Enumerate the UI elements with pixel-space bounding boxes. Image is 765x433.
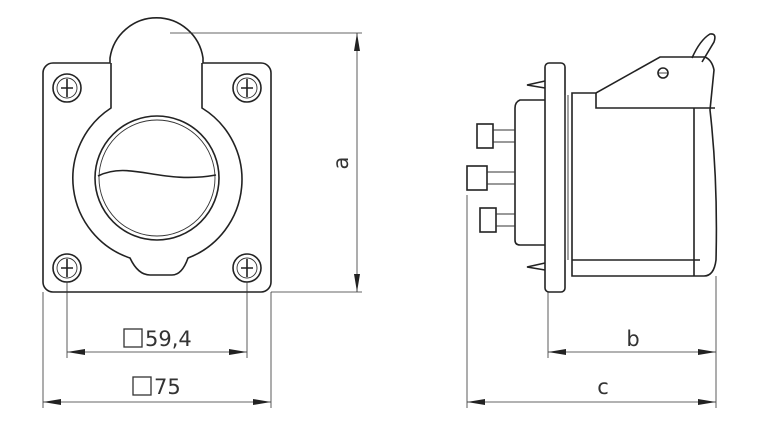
dimension-hole-spacing-label: 59,4 xyxy=(145,327,192,351)
square-symbol-icon xyxy=(123,328,143,348)
dimension-hole-spacing: 59,4 xyxy=(66,282,248,358)
dimension-c-label: c xyxy=(597,375,609,399)
dimension-c: c xyxy=(466,195,716,408)
screw-icon xyxy=(52,73,82,103)
dimension-b-label: b xyxy=(626,327,639,351)
lid-latch xyxy=(691,33,716,63)
dimension-plate-width: 75 xyxy=(42,292,272,408)
square-symbol-icon xyxy=(132,376,152,396)
mounting-spikes xyxy=(526,80,546,271)
flange xyxy=(544,62,566,293)
socket-housing xyxy=(72,63,243,276)
screw-icon xyxy=(232,253,262,283)
screw-icon xyxy=(232,73,262,103)
dimension-a-label: a xyxy=(329,157,353,170)
housing-body xyxy=(571,56,718,277)
dimension-plate-width-label: 75 xyxy=(154,375,181,399)
connector-terminals xyxy=(466,99,545,246)
front-view: a 59,4 75 xyxy=(42,17,362,408)
dimension-a: a xyxy=(170,32,362,293)
dimension-b: b xyxy=(547,276,717,408)
screw-icon xyxy=(52,253,82,283)
screws xyxy=(52,73,262,283)
mounting-plate xyxy=(42,17,272,293)
socket-opening xyxy=(94,115,220,241)
side-view: b c xyxy=(466,33,718,408)
socket-inner-rim xyxy=(98,119,216,237)
lid-edge xyxy=(97,169,217,179)
